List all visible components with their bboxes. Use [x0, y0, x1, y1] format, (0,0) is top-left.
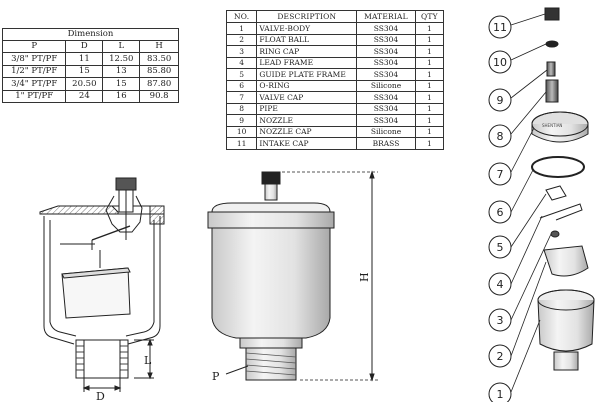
- parts-header-qty: QTY: [414, 10, 445, 23]
- nozzle-part: [546, 61, 556, 77]
- valve-body-part: [537, 289, 595, 371]
- length-dimension-label: L: [144, 354, 152, 367]
- svg-text:SHENTIAN: SHENTIAN: [542, 123, 562, 128]
- callout-circle: [488, 15, 512, 39]
- callout-number-8: 8: [497, 130, 504, 143]
- callout-leaders: [510, 13, 552, 393]
- nozzle-cap-part: [545, 40, 559, 48]
- dimension-header-p: P: [1, 40, 67, 53]
- parts-cell: BRASS: [356, 137, 416, 150]
- callout-number-4: 4: [497, 278, 504, 291]
- o-ring-part: [531, 156, 585, 178]
- callout-circle: [488, 162, 512, 186]
- dimension-cell: 16: [102, 89, 141, 103]
- parts-cell: SS304: [356, 33, 416, 46]
- dimension-header-h: H: [139, 40, 179, 53]
- parts-cell: FLOAT BALL: [256, 33, 358, 46]
- side-view-drawing: [207, 170, 378, 382]
- table-row: 1" PT/PF 24 16 90.8: [1, 89, 179, 103]
- parts-header-description: DESCRIPTION: [256, 10, 358, 23]
- callout-number-1: 1: [497, 388, 504, 401]
- parts-cell: 1: [414, 33, 445, 46]
- dimension-header-l: L: [102, 40, 141, 53]
- height-dimension-label: H: [358, 272, 371, 282]
- parts-cell: 1: [414, 45, 445, 58]
- dimension-table: Dimension P D L H 3/8" PT/PF 11 12.50 83…: [1, 28, 179, 103]
- parts-cell: VALVE-BODY: [256, 22, 358, 35]
- table-row: 3/4" PT/PF 20.50 15 87.80: [1, 77, 179, 91]
- guide-plate-frame-part: [545, 185, 567, 201]
- callout-group: [488, 15, 512, 402]
- float-ball-part: [543, 245, 589, 277]
- parts-header-no: NO.: [225, 10, 258, 23]
- parts-cell: Silicone: [356, 125, 416, 138]
- port-dimension-label: P: [212, 370, 220, 383]
- section-view-drawing: [39, 177, 165, 392]
- callout-circle: [488, 88, 512, 112]
- callout-circle: [488, 124, 512, 148]
- parts-cell: 1: [414, 125, 445, 138]
- parts-cell: 1: [414, 22, 445, 35]
- callout-circle: [488, 382, 512, 402]
- callout-number-9: 9: [497, 94, 504, 107]
- callout-number-2: 2: [497, 350, 504, 363]
- valve-cap-part: SHENTIAN: [531, 111, 589, 143]
- dimension-cell: 90.8: [139, 89, 179, 103]
- parts-cell: 10: [225, 125, 258, 138]
- dimension-cell: 24: [65, 89, 104, 103]
- diameter-dimension-label: D: [96, 390, 105, 402]
- callout-number-10: 10: [493, 56, 507, 69]
- dimension-cell: 1" PT/PF: [1, 89, 67, 103]
- dimension-header-d: D: [65, 40, 104, 53]
- exploded-view-drawing: SHENTIAN: [531, 7, 595, 371]
- parts-cell: 1: [414, 68, 445, 81]
- parts-cell: 1: [225, 22, 258, 35]
- parts-cell: NOZZLE CAP: [256, 125, 358, 138]
- callout-number-11: 11: [493, 21, 507, 34]
- lead-frame-part: [539, 203, 583, 221]
- parts-cell: 11: [225, 137, 258, 150]
- parts-cell: RING CAP: [256, 45, 358, 58]
- parts-cell: INTAKE CAP: [256, 137, 358, 150]
- callout-number-7: 7: [497, 168, 504, 181]
- callout-numbers: 11 10 9 8 7 6 5 4 3 2 1: [493, 21, 507, 401]
- parts-cell: 1: [414, 137, 445, 150]
- ring-cap-part: [550, 230, 560, 238]
- dimension-cell: 15: [65, 64, 104, 78]
- parts-cell: 3: [225, 45, 258, 58]
- callout-number-3: 3: [497, 314, 504, 327]
- callout-number-5: 5: [497, 241, 504, 254]
- callout-circle: [488, 50, 512, 74]
- parts-cell: 2: [225, 33, 258, 46]
- callout-number-6: 6: [497, 206, 504, 219]
- pipe-part: [545, 79, 559, 103]
- intake-cap-part: [544, 7, 560, 21]
